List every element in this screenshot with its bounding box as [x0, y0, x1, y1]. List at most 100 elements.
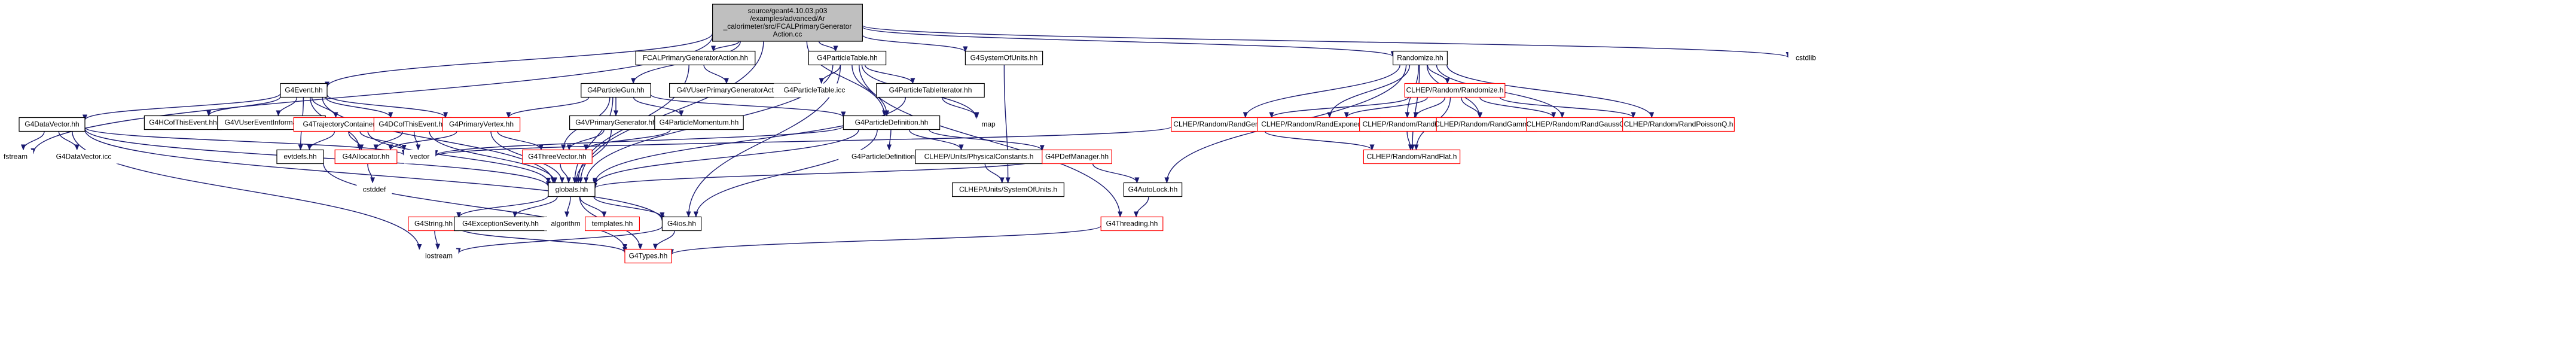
node-algorithm: algorithm [544, 217, 587, 231]
node-label: algorithm [551, 220, 580, 228]
node-label: cstdlib [1796, 54, 1816, 62]
edge-g4pdef_hh-to-g4pdefmanager [928, 129, 1045, 151]
node-box [280, 83, 328, 98]
node-g4pmomentum-hh[interactable]: G4ParticleMomentum.hh [654, 115, 744, 130]
node-label: G4Threading.hh [1106, 220, 1158, 228]
edge-randomize_hh-to-rand_general [1243, 65, 1400, 118]
node-g4string: G4String.hh [408, 216, 459, 232]
edge-g4event_hh-to-g4dcofthisevent [325, 97, 393, 118]
node-g4pdef-hh[interactable]: G4ParticleDefinition.hh [843, 115, 941, 130]
node-g4allocator-hh: G4Allocator.hh [334, 149, 398, 165]
node-g4hcofthisevent[interactable]: G4HCofThisEvent.hh [144, 115, 222, 130]
node-clhep-physconst[interactable]: CLHEP/Units/PhysicalConstants.h [915, 149, 1043, 165]
node-rand-gamma: CLHEP/Random/RandGamma.h [1434, 117, 1539, 132]
node-label: FCALPrimaryGeneratorAction.hh [643, 54, 748, 62]
edge-g4threading-to-g4types [669, 225, 1101, 255]
node-label: G4ExceptionSeverity.hh [462, 220, 539, 228]
node-label: CLHEP/Random/RandGeneral.h [1173, 120, 1277, 129]
edge-g4datavector_hh-to-fstream [21, 131, 45, 151]
node-rand-gaussq: CLHEP/Random/RandGaussQ.h [1526, 117, 1631, 132]
node-label: G4HCofThisEvent.hh [149, 118, 216, 127]
edge-evtdefs_hh-to-g4types [323, 163, 627, 250]
node-g4ios[interactable]: G4ios.hh [661, 216, 702, 232]
node-map: map [976, 117, 1000, 132]
node-g4systemofunits-hh[interactable]: G4SystemOfUnits.hh [965, 50, 1043, 66]
node-box [1100, 216, 1164, 232]
node-g4pti-hh[interactable]: G4ParticleTableIterator.hh [876, 83, 985, 98]
node-label: CLHEP/Random/RandPoissonQ.h [1624, 120, 1733, 129]
edge-g4event_hh-to-g4datavector_hh [83, 93, 281, 121]
node-label: G4ParticleMomentum.hh [660, 118, 739, 127]
node-g4event-hh[interactable]: G4Event.hh [280, 83, 328, 98]
node-label: G4ThreeVector.hh [528, 153, 586, 161]
node-fcalpga-hh[interactable]: FCALPrimaryGeneratorAction.hh [635, 50, 756, 66]
edge-g4dcofthisevent-to-g4allocator_hh [373, 131, 404, 151]
edge-g4event_hh-to-g4vuei_hh [276, 97, 298, 117]
edge-randomize_hh-to-rand_poissonq [1446, 65, 1655, 118]
node-templates-hh: templates.hh [584, 216, 640, 232]
edge-root-to-randomize_hh [862, 26, 1396, 57]
node-g4datavector-hh[interactable]: G4DataVector.hh [19, 117, 86, 132]
edge-g4pdefmanager-to-globals_hh [593, 159, 1043, 189]
node-g4pdef-icc: G4ParticleDefinition.icc [838, 150, 939, 164]
node-label: Action.cc [773, 30, 802, 38]
node-box [635, 50, 756, 66]
node-label: vector [410, 153, 430, 161]
edge-g4string-to-g4types [458, 227, 627, 254]
edge-g4trajcont_hh-to-evtdefs_hh [307, 131, 335, 151]
edge-globals_hh-to-g4ios [593, 196, 665, 218]
node-box [1042, 149, 1112, 165]
edge-root-to-fcalpga_hh [711, 41, 740, 52]
node-box [334, 149, 398, 165]
node-globals-hh[interactable]: globals.hh [548, 182, 596, 197]
edge-fcalpga_hh-to-g4vuserpga_hh [703, 65, 729, 84]
node-label: G4PDefManager.hh [1045, 153, 1109, 161]
node-g4exceptsev[interactable]: G4ExceptionSeverity.hh [453, 216, 547, 232]
node-box [48, 150, 119, 164]
node-g4particlegun-hh[interactable]: G4ParticleGun.hh [581, 83, 651, 98]
edge-g4particletable_hh-to-g4pdef_hh [851, 65, 890, 117]
node-label: G4Event.hh [285, 86, 322, 95]
edge-g4pdef_hh-to-vector [433, 126, 844, 157]
node-box [356, 182, 392, 197]
node-randomize-hh[interactable]: Randomize.hh [1393, 50, 1448, 66]
edge-g4trajcont_hh-to-vector [359, 131, 407, 151]
edge-g4pti_hh-to-globals_hh [593, 97, 907, 184]
edge-g4particlegun_hh-to-g4pmomentum_hh [633, 97, 684, 117]
edge-g4pdef_hh-to-globals_hh [593, 129, 859, 185]
node-g4particletable-hh[interactable]: G4ParticleTable.hh [808, 50, 887, 66]
edge-globals_hh-to-algorithm [564, 196, 571, 218]
node-g4vuserpga-hh[interactable]: G4VUserPrimaryGeneratorAction.hh [669, 83, 801, 98]
node-g4autolock[interactable]: G4AutoLock.hh [1123, 182, 1183, 197]
node-label: G4DataVector.hh [25, 120, 79, 129]
node-iostream: iostream [419, 249, 459, 263]
edge-clhep_physconst-to-clhep_sou [984, 163, 1005, 184]
edge-g4primaryvertex-to-g4threevector [497, 131, 544, 151]
edge-randomize_hh-to-clhep_randomize [1427, 65, 1450, 84]
node-box [876, 83, 985, 98]
node-label: G4ParticleTable.hh [817, 54, 877, 62]
node-label: G4Allocator.hh [343, 153, 390, 161]
node-box [522, 149, 593, 165]
edge-root-to-g4systemofunits_hh [862, 34, 968, 53]
node-label: /examples/advanced/Ar [750, 14, 825, 23]
node-clhep-sou[interactable]: CLHEP/Units/SystemOfUnits.h [951, 182, 1064, 197]
node-evtdefs-hh[interactable]: evtdefs.hh [276, 149, 324, 165]
node-label: G4String.hh [414, 220, 453, 228]
node-box [654, 115, 744, 130]
node-root[interactable]: source/geant4.10.03.p03/examples/advance… [712, 4, 863, 42]
node-box [19, 117, 86, 132]
node-g4threading: G4Threading.hh [1100, 216, 1164, 232]
edge-g4pdef_hh-to-g4ios [693, 129, 878, 218]
node-fstream: fstream [0, 150, 33, 164]
node-label: G4AutoLock.hh [1128, 185, 1178, 194]
node-box [584, 216, 640, 232]
node-g4vpg-hh[interactable]: G4VPrimaryGenerator.hh [569, 115, 663, 130]
edge-g4threevector-to-globals_hh [560, 163, 571, 184]
node-box [1393, 50, 1448, 66]
node-label: globals.hh [556, 185, 588, 194]
node-label: G4VUserPrimaryGeneratorAction.hh [677, 86, 793, 95]
node-box [544, 217, 587, 231]
node-label: CLHEP/Random/RandGamma.h [1434, 120, 1538, 129]
